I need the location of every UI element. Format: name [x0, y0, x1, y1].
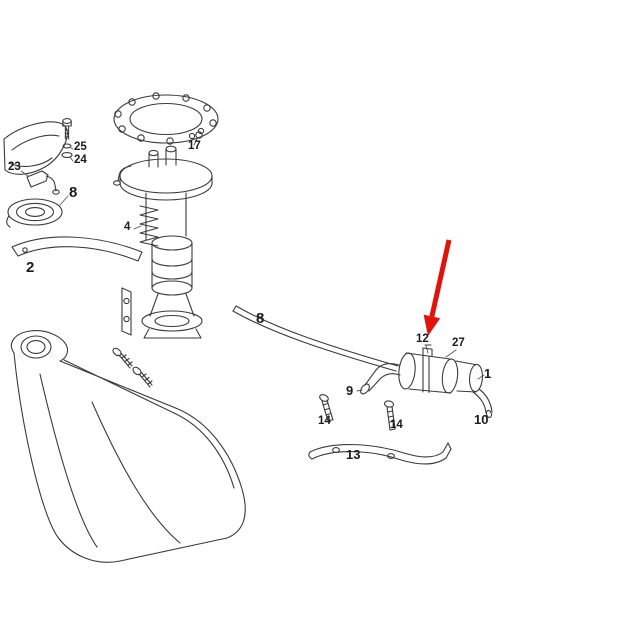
leader-lines	[20, 138, 485, 392]
screw-and-washers	[61, 118, 73, 158]
part-label-25: 25	[74, 141, 87, 153]
part-label-12: 12	[416, 333, 429, 345]
part-label-14-right: 14	[390, 419, 403, 431]
part-label-1: 1	[484, 366, 492, 381]
fuel-filter	[360, 344, 493, 419]
mounting-strap	[308, 442, 452, 465]
part-label-24: 24	[74, 154, 87, 166]
part-label-8-seal: 8	[69, 184, 78, 201]
seal-plate	[6, 198, 63, 228]
part-label-17: 17	[188, 140, 201, 152]
fuel-pump-plate	[113, 127, 213, 201]
highlight-arrow	[423, 239, 452, 336]
part-label-14-left: 14	[318, 415, 331, 427]
part-label-2: 2	[26, 259, 35, 276]
part-label-13: 13	[346, 447, 361, 462]
part-label-8-hose: 8	[256, 310, 265, 327]
part-label-9: 9	[346, 383, 354, 398]
elbow-fitting	[26, 170, 60, 195]
bolt-14-right	[383, 400, 396, 431]
fuel-tank	[10, 330, 246, 563]
part-label-23: 23	[8, 161, 21, 173]
fuel-hose	[232, 305, 399, 372]
cover-shell	[3, 121, 68, 175]
fuel-pump-flange	[113, 92, 219, 145]
part-label-4: 4	[124, 221, 131, 233]
part-label-27: 27	[452, 337, 465, 349]
support-bracket	[11, 236, 143, 262]
bolt-14-left	[319, 394, 334, 422]
part-label-10: 10	[474, 412, 489, 427]
fuel-pump-body	[121, 192, 203, 339]
